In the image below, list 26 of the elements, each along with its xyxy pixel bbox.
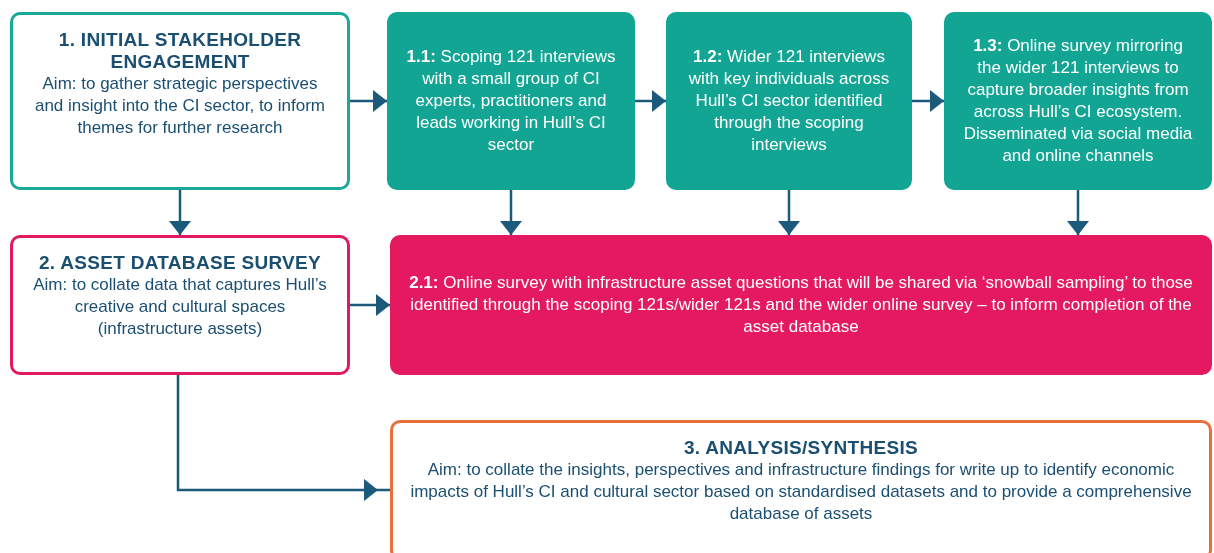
chevron-arrow [1067,190,1089,235]
step-box [387,12,635,190]
chevron-arrow [912,90,944,112]
step-box [666,12,912,190]
stage-box [390,420,1212,553]
step-description: Aim: to gather strategic perspectives and insight into the CI sector, to inform themes for further research [33,73,327,139]
chevron-arrow [169,190,191,235]
chevron-arrow [350,294,390,316]
chevron-arrow [635,90,666,112]
stage-heading: 3. ANALYSIS/SYNTHESIS [684,437,918,459]
step-description: 1.1: Scoping 121 interviews with a small group of CI experts, practitioners and leads working in Hull’s CI sector [405,46,617,156]
step-description: 2.1: Online survey with infrastructure asset questions that will be shared via ‘snowball sampling’ to those identified through the scoping 121s/wider 121s and the wider online survey – to inform completion of the asset database [408,272,1194,338]
stage-heading: 1. INITIAL STAKEHOLDER ENGAGEMENT [57,29,303,73]
connector-arrow [176,375,390,501]
step-box [944,12,1212,190]
stage-box [10,235,350,375]
chevron-arrow [350,90,387,112]
stage-box [10,12,350,190]
stage-heading: 2. ASSET DATABASE SURVEY [38,252,322,274]
step-description: Aim: to collate the insights, perspectives and infrastructure findings for write up to identify economic impacts of Hull’s CI and cultural sector based on standardised datasets and to provide a comprehensive database of assets [409,459,1193,525]
step-description: Aim: to collate data that captures Hull’s creative and cultural spaces (infrastructure assets) [32,274,328,340]
chevron-arrow [778,190,800,235]
step-description: 1.2: Wider 121 interviews with key individuals across Hull’s CI sector identified through the scoping interviews [687,46,891,156]
step-box [390,235,1212,375]
step-description: 1.3: Online survey mirroring the wider 121 interviews to capture broader insights from across Hull’s CI ecosystem. Disseminated via social media and online channels [962,35,1194,167]
chevron-arrow [500,190,522,235]
